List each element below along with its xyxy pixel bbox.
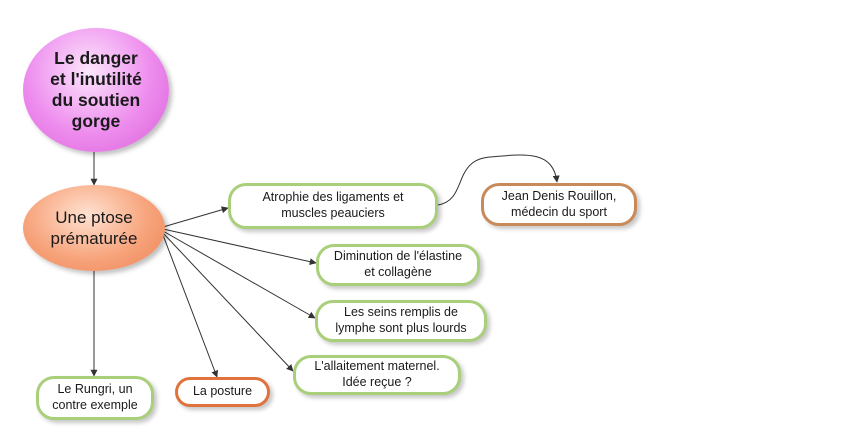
connector-atrophie-to-rouillon [437,154,560,206]
atrophie-node[interactable]: Atrophie des ligaments et muscles peauci… [228,183,438,229]
root-topic-node[interactable]: Le danger et l'inutilité du soutien gorg… [23,28,169,152]
connector-ptose-to-elastine [162,228,317,266]
elastine-node[interactable]: Diminution de l'élastine et collagène [316,244,480,286]
allaitement-node[interactable]: L'allaitement maternel. Idée reçue ? [293,355,461,395]
connector-ptose-to-atrophie [162,206,229,228]
connector-ptose-to-seins [162,230,316,319]
atrophie-label: Atrophie des ligaments et muscles peauci… [262,190,404,220]
rungri-node[interactable]: Le Rungri, un contre exemple [36,376,154,420]
elastine-label: Diminution de l'élastine et collagène [333,249,463,279]
connector-ptose-to-allaitement [162,232,294,372]
rouillon-label: Jean Denis Rouillon, médecin du sport [501,188,617,219]
seins-label: Les seins remplis de lymphe sont plus lo… [335,305,467,335]
seins-node[interactable]: Les seins remplis de lymphe sont plus lo… [315,300,487,342]
posture-node[interactable]: La posture [175,377,270,407]
ptose-topic-node[interactable]: Une ptose prématurée [23,185,165,271]
allaitement-label: L'allaitement maternel. Idée reçue ? [314,359,440,389]
ptose-topic-label: Une ptose prématurée [50,207,138,248]
posture-label: La posture [192,384,253,399]
rouillon-node[interactable]: Jean Denis Rouillon, médecin du sport [481,183,637,226]
rungri-label: Le Rungri, un contre exemple [52,382,138,412]
connector-ptose-to-posture [162,234,219,378]
root-topic-label: Le danger et l'inutilité du soutien gorg… [50,48,142,131]
